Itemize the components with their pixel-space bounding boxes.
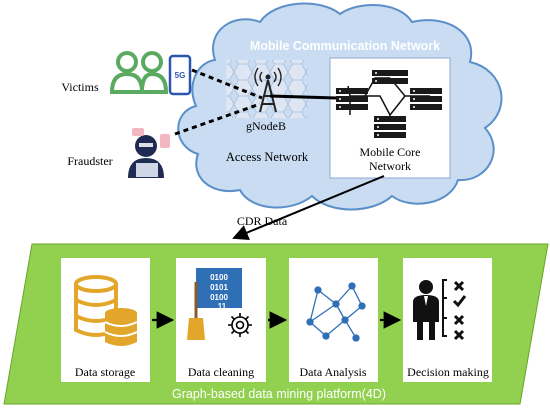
gnodeb-label: gNodeB bbox=[246, 119, 286, 133]
core-server-racks bbox=[336, 70, 442, 138]
core-server-leds bbox=[339, 72, 415, 136]
stage-label-storage: Data storage bbox=[75, 365, 135, 379]
fraudster-icon bbox=[128, 128, 170, 178]
database-small-icon bbox=[104, 308, 138, 346]
cdr-label: CDR Data bbox=[237, 214, 288, 228]
binary-line-4: 11 bbox=[218, 302, 227, 311]
stage-label-decision: Decision making bbox=[407, 365, 489, 379]
access-network-hexes bbox=[226, 60, 308, 118]
cloud-title: Mobile Communication Network bbox=[250, 39, 440, 53]
fraudster-label: Fraudster bbox=[67, 154, 112, 168]
stage-card-analysis bbox=[289, 258, 378, 382]
binary-line-2: 0101 bbox=[210, 283, 228, 292]
cdr-arrow bbox=[232, 175, 385, 241]
core-label-line1: Mobile Core bbox=[360, 145, 421, 159]
binary-line-3: 0100 bbox=[210, 293, 228, 302]
stage-label-cleaning: Data cleaning bbox=[188, 365, 254, 379]
backhaul-link bbox=[269, 94, 337, 100]
victims-icon bbox=[109, 51, 169, 94]
decision-icon bbox=[413, 279, 467, 341]
phone-5g-badge: 5G bbox=[175, 71, 186, 80]
phone-icon: 5G bbox=[168, 54, 192, 96]
core-label-line2: Network bbox=[369, 159, 411, 173]
access-network-label: Access Network bbox=[226, 150, 309, 164]
victims-label: Victims bbox=[61, 80, 99, 94]
binary-screen-icon: 0100 0101 0100 11 bbox=[196, 268, 242, 311]
fraudster-link bbox=[174, 102, 261, 136]
victim-link bbox=[191, 68, 263, 100]
network-graph-icon bbox=[306, 282, 366, 342]
stage-label-analysis: Data Analysis bbox=[300, 365, 367, 379]
binary-line-1: 0100 bbox=[210, 273, 228, 282]
broom-icon bbox=[187, 282, 205, 340]
platform-title: Graph-based data mining platform(4D) bbox=[172, 387, 386, 401]
gear-icon bbox=[228, 313, 252, 337]
